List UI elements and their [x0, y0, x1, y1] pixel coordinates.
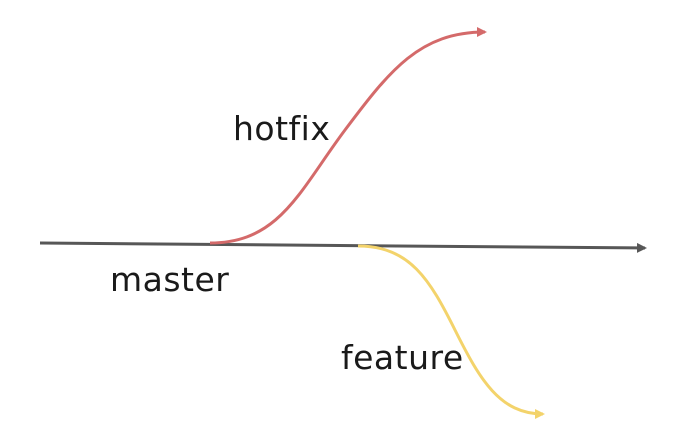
master-label: master	[110, 260, 230, 299]
hotfix-branch-line	[209, 27, 487, 245]
hotfix-label: hotfix	[233, 109, 331, 148]
feature-label: feature	[341, 338, 464, 377]
master-branch-line	[39, 241, 647, 253]
feature-branch-line	[357, 244, 545, 419]
